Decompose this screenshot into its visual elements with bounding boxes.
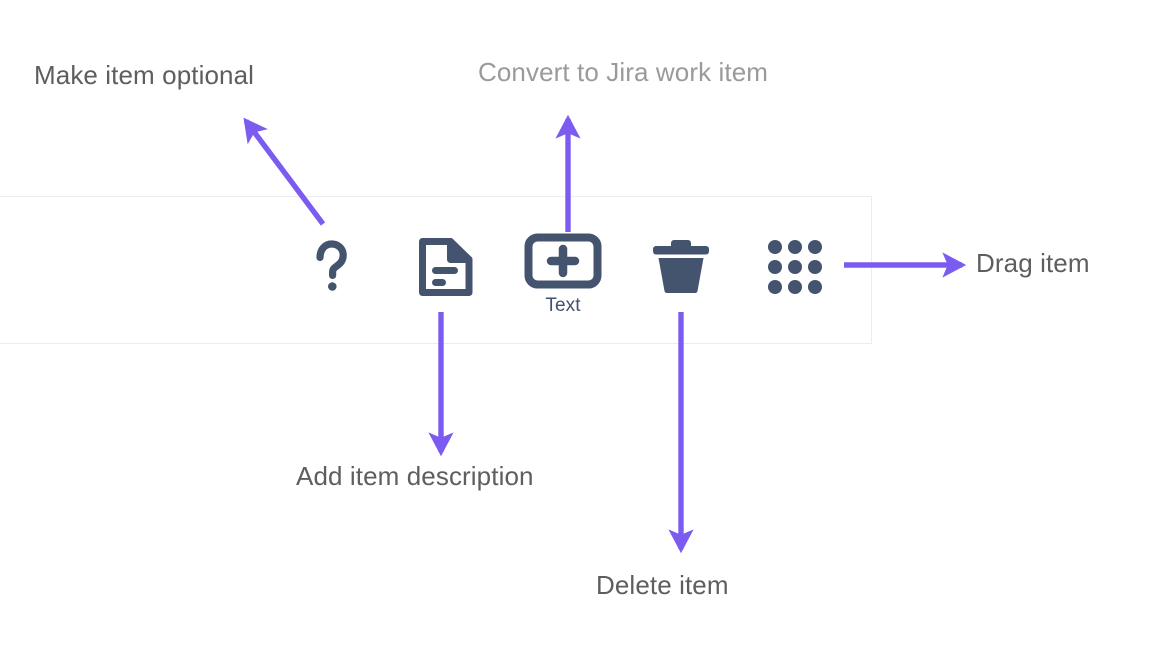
drag-item-handle[interactable] bbox=[765, 197, 825, 343]
document-lines-icon bbox=[417, 236, 475, 298]
toolbar-icon-row: Text bbox=[0, 197, 871, 343]
toolbar-caption-text: Text bbox=[545, 295, 581, 316]
trash-icon bbox=[650, 236, 712, 298]
annotation-add-item-description: Add item description bbox=[296, 461, 534, 491]
annotation-make-item-optional: Make item optional bbox=[34, 60, 255, 90]
annotation-drag-item: Drag item bbox=[976, 248, 1090, 278]
add-item-description-button[interactable] bbox=[415, 197, 477, 343]
convert-to-jira-work-item-button[interactable]: Text bbox=[523, 197, 603, 379]
make-item-optional-button[interactable] bbox=[301, 197, 361, 343]
drag-grid-icon bbox=[767, 239, 823, 295]
delete-item-button[interactable] bbox=[649, 197, 713, 343]
annotation-delete-item: Delete item bbox=[596, 570, 729, 600]
add-box-icon bbox=[524, 233, 602, 289]
annotation-convert-to-jira-work-item: Convert to Jira work item bbox=[478, 57, 769, 87]
question-mark-icon bbox=[311, 239, 351, 295]
item-actions-toolbar: Text bbox=[0, 196, 872, 344]
